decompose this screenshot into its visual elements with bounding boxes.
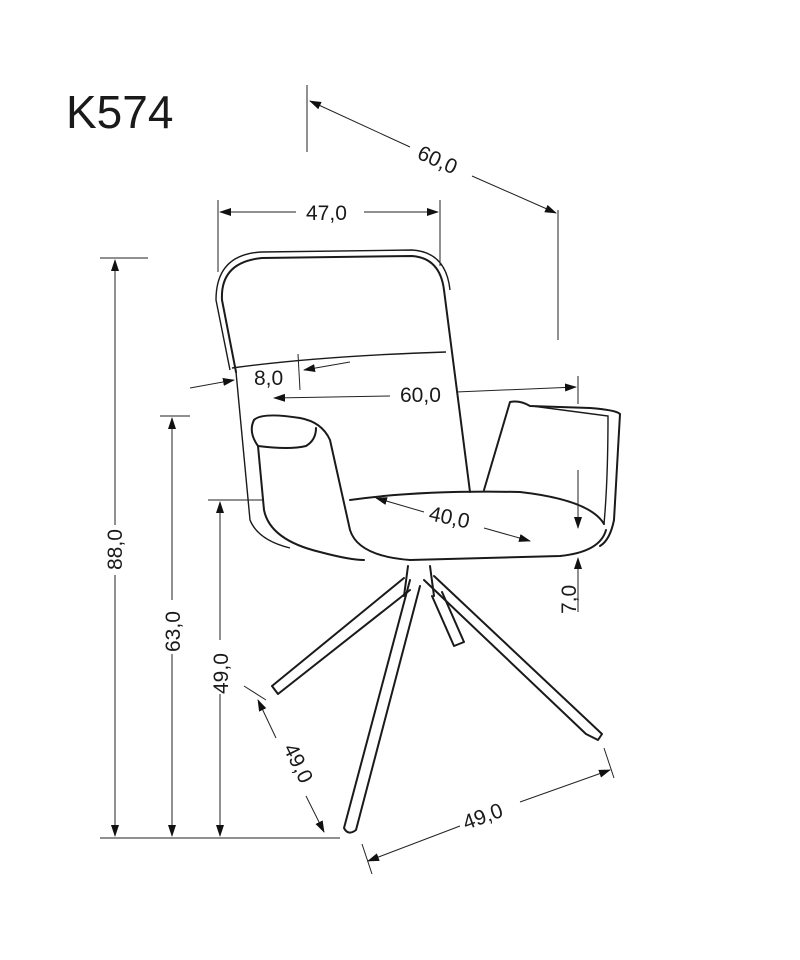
label-base-front: 49,0 [460, 799, 506, 835]
label-base-side: 49,0 [279, 740, 318, 787]
dimension-armrest-height: 63,0 [160, 415, 190, 837]
dimension-base-front: 49,0 [361, 747, 615, 875]
dimension-armrest-width: 60,0 [273, 376, 579, 407]
dimension-seat-depth: 40,0 [375, 497, 531, 542]
dimension-backrest-width: 47,0 [217, 200, 441, 272]
chair-drawing [215, 249, 621, 834]
label-overall-height: 88,0 [104, 529, 127, 570]
label-overall-depth: 60,0 [414, 142, 461, 180]
dimension-seat-thickness: 7,0 [558, 470, 582, 614]
product-code: K574 [66, 86, 173, 138]
dimension-base-side: 49,0 [243, 685, 325, 833]
label-armrest-width: 60,0 [400, 384, 441, 407]
label-backrest-width: 47,0 [306, 202, 347, 225]
label-seat-thickness: 7,0 [558, 585, 581, 614]
dimension-seat-height: 49,0 [208, 499, 262, 837]
label-armrest-height: 63,0 [162, 611, 185, 652]
dimension-overall-height: 88,0 [100, 257, 340, 839]
label-cushion-thickness: 8,0 [254, 367, 283, 390]
label-seat-height: 49,0 [210, 653, 233, 694]
label-seat-depth: 40,0 [427, 502, 472, 533]
dimension-cushion-thickness: 8,0 [189, 353, 351, 391]
